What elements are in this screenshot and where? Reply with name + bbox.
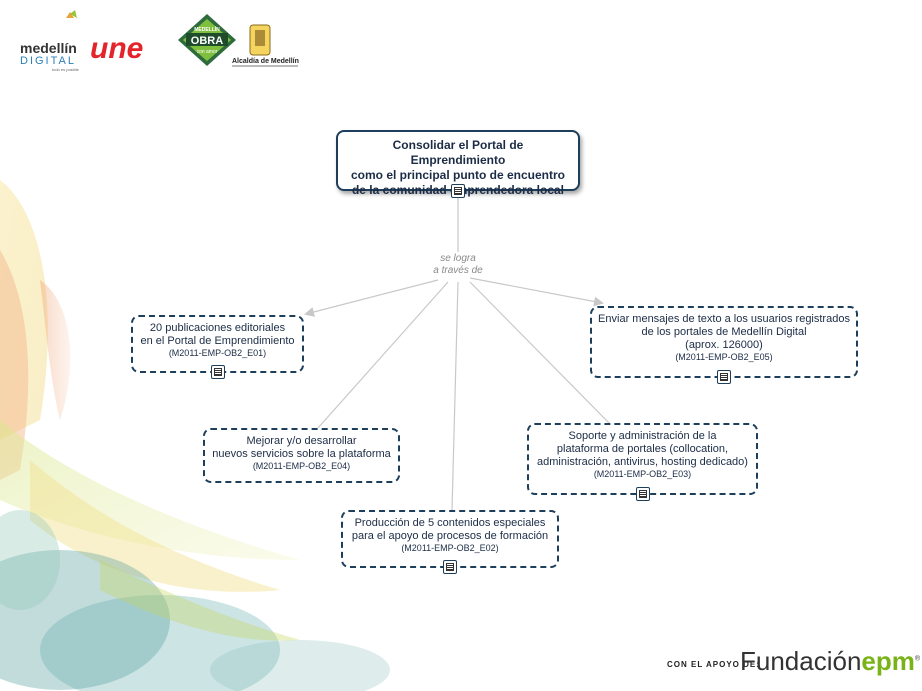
document-icon[interactable] [717,370,731,384]
node-e03-code: (M2011-EMP-OB2_E03) [535,469,750,480]
node-e05[interactable]: Enviar mensajes de texto a los usuarios … [590,306,858,378]
connector-e05 [470,278,602,303]
link-label-line-1: se logra [418,253,498,265]
node-e04-line-1: Mejorar y/o desarrollar [211,435,392,448]
link-label-line-2: a través de [418,265,498,277]
root-line-1: Consolidar el Portal de Emprendimiento [344,138,572,168]
document-icon[interactable] [443,560,457,574]
node-e04-line-2: nuevos servicios sobre la plataforma [211,448,392,461]
node-e03-line-3: administración, antivirus, hosting dedic… [535,456,750,469]
node-e02-line-2: para el apoyo de procesos de formación [349,530,551,543]
node-e05-line-3: (aprox. 126000) [598,339,850,352]
node-e02-code: (M2011-EMP-OB2_E02) [349,543,551,554]
document-icon[interactable] [636,487,650,501]
fundacion-epm-logo: Fundaciónepm® [740,646,920,677]
connector-e02 [452,282,458,510]
node-e05-line-2: de los portales de Medellín Digital [598,326,850,339]
connector-e03 [470,282,610,424]
node-e03[interactable]: Soporte y administración de la plataform… [527,423,758,495]
node-e02-line-1: Producción de 5 contenidos especiales [349,517,551,530]
connector-e01 [306,280,438,314]
footer-brand-a: Fundación [740,646,861,676]
node-e05-code: (M2011-EMP-OB2_E05) [598,352,850,363]
node-e05-line-1: Enviar mensajes de texto a los usuarios … [598,313,850,326]
footer-brand-b: epm [861,646,914,676]
document-icon[interactable] [451,184,465,198]
node-e03-line-1: Soporte y administración de la [535,430,750,443]
node-e03-line-2: plataforma de portales (collocation, [535,443,750,456]
node-e04-code: (M2011-EMP-OB2_E04) [211,461,392,472]
root-line-2: como el principal punto de encuentro [344,168,572,183]
root-node[interactable]: Consolidar el Portal de Emprendimiento c… [336,130,580,191]
connector-e04 [318,282,448,428]
document-icon[interactable] [211,365,225,379]
node-e01-line-1: 20 publicaciones editoriales [139,322,296,335]
link-label: se logra a través de [418,253,498,277]
node-e01-code: (M2011-EMP-OB2_E01) [139,348,296,359]
node-e01-line-2: en el Portal de Emprendimiento [139,335,296,348]
registered-mark-icon: ® [915,655,920,662]
node-e04[interactable]: Mejorar y/o desarrollar nuevos servicios… [203,428,400,483]
